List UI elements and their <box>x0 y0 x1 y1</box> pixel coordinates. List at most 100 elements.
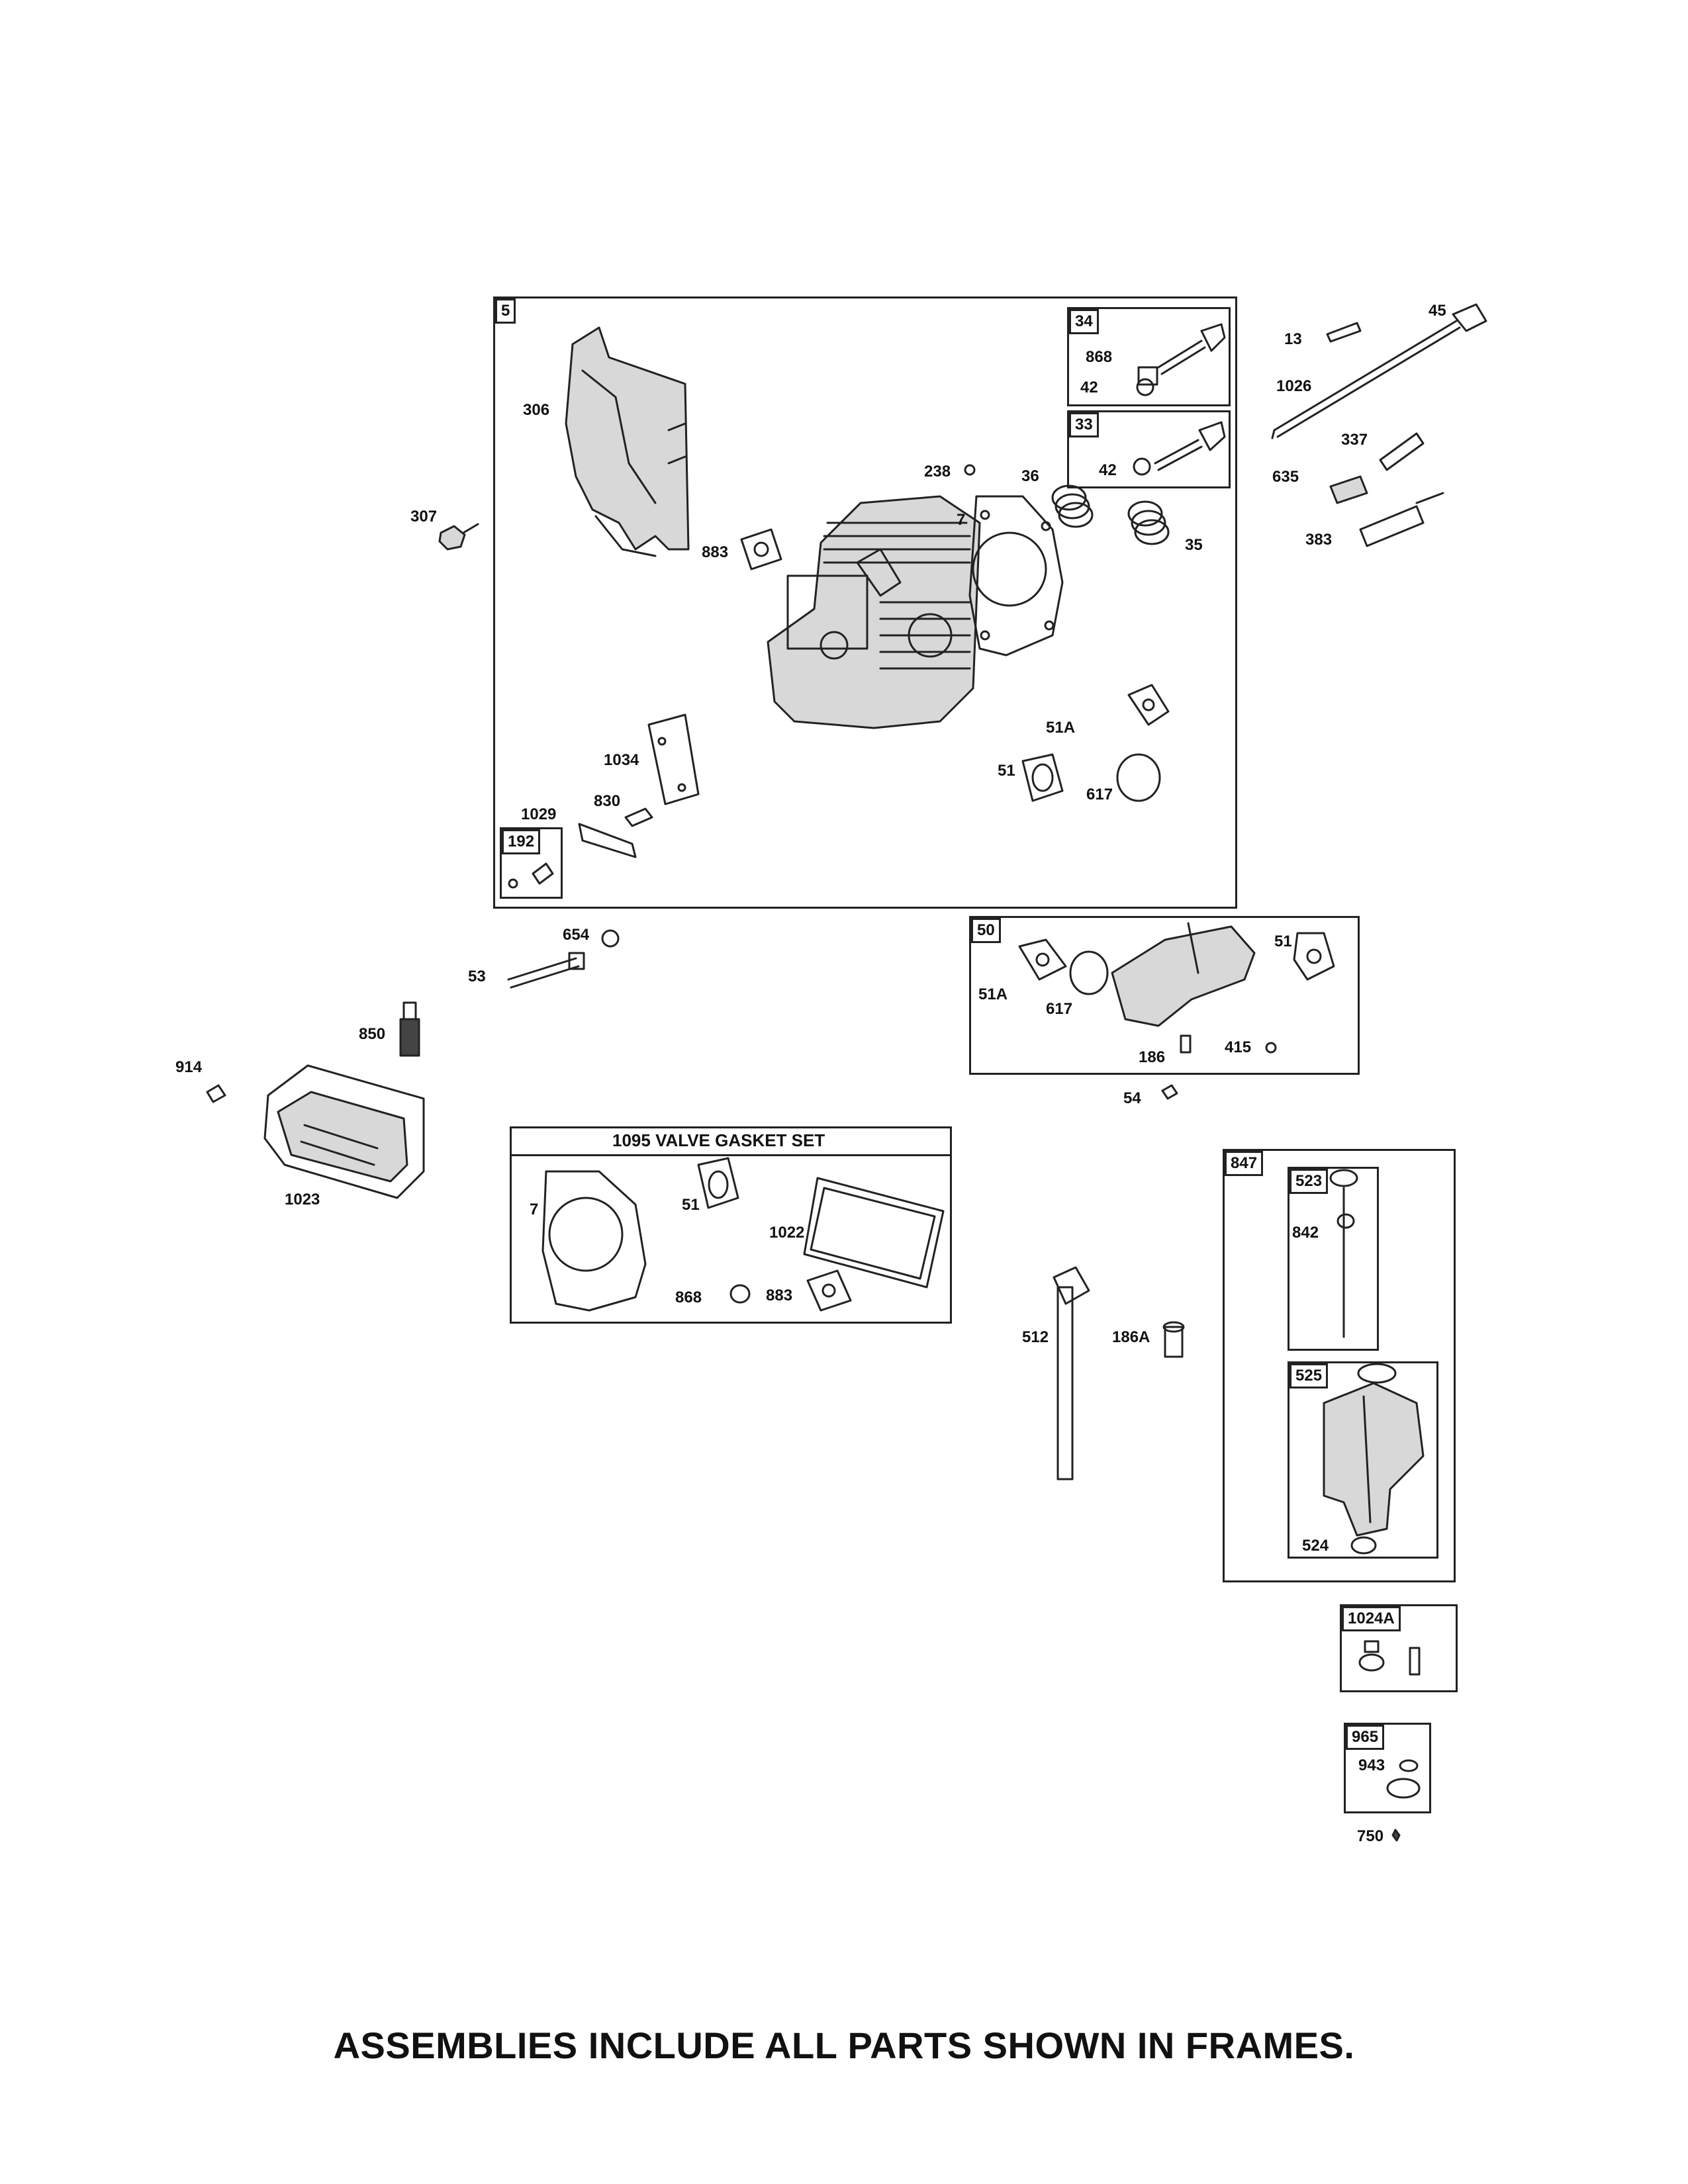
frame-tag-192: 192 <box>502 829 541 854</box>
frame-1024A <box>1340 1604 1458 1692</box>
parts-337-635-383-drawing <box>1329 432 1444 547</box>
part-label-238: 238 <box>924 463 951 480</box>
part-label-307: 307 <box>410 508 438 525</box>
frame-tag-50: 50 <box>971 918 1001 943</box>
part-192-drawing <box>508 862 554 889</box>
part-label-54: 54 <box>1123 1089 1141 1107</box>
part-label-830: 830 <box>594 792 621 810</box>
frame-tag-1024A: 1024A <box>1342 1606 1401 1631</box>
frame-1024A-parts-drawing <box>1358 1640 1421 1676</box>
frame-50-parts-drawing <box>1018 922 1335 1100</box>
frame-192 <box>500 827 563 899</box>
head-gasket-7-drawing <box>968 495 1064 657</box>
part-label-36: 36 <box>1021 467 1039 485</box>
part-label-750: 750 <box>1357 1827 1384 1845</box>
part-label-1034: 1034 <box>604 751 639 769</box>
part-label-51-intake: 51 <box>1274 933 1292 950</box>
frame-5 <box>493 296 1237 909</box>
gasket-51-drawing <box>1021 753 1064 802</box>
plate-1034-drawing <box>647 713 700 805</box>
oring-617-drawing <box>1116 753 1161 802</box>
part-label-1029: 1029 <box>521 805 557 823</box>
frame-1095-valve-gasket-set <box>510 1126 952 1324</box>
part-label-883: 883 <box>702 543 729 561</box>
frame-tag-847: 847 <box>1225 1151 1264 1176</box>
frame-tag-34: 34 <box>1069 309 1099 334</box>
screw-914-drawing <box>206 1084 226 1103</box>
part-label-1022: 1022 <box>769 1224 805 1242</box>
part-label-524: 524 <box>1302 1537 1329 1555</box>
frame-34 <box>1067 307 1231 406</box>
assemblies-footer-note: ASSEMBLIES INCLUDE ALL PARTS SHOWN IN FR… <box>333 2025 1355 2066</box>
gasket-883-drawing <box>740 528 782 570</box>
parts-654-53-drawing <box>507 929 620 989</box>
part-label-868-valve: 868 <box>1086 348 1113 366</box>
valve-gasket-set-title: 1095 VALVE GASKET SET <box>612 1130 825 1150</box>
part-label-45: 45 <box>1429 302 1446 320</box>
frame-tag-523: 523 <box>1289 1169 1329 1194</box>
part-label-1026: 1026 <box>1276 377 1312 395</box>
frame-965 <box>1344 1723 1431 1813</box>
part-label-617-intake: 617 <box>1046 1000 1073 1018</box>
part-label-35: 35 <box>1185 536 1203 554</box>
dipstick-tube-512-drawing <box>1053 1266 1090 1480</box>
gasket-51A-drawing <box>1127 684 1170 726</box>
pin-238-drawing <box>964 464 976 476</box>
part-label-943: 943 <box>1358 1756 1385 1774</box>
drop-750-drawing <box>1391 1829 1401 1842</box>
spring-36-drawing <box>1051 484 1094 528</box>
fitting-186A-drawing <box>1162 1321 1185 1358</box>
valve-34-drawing <box>1136 323 1226 396</box>
part-label-53: 53 <box>468 968 486 985</box>
valve-33-drawing <box>1133 421 1226 476</box>
frame-tag-965: 965 <box>1346 1725 1385 1750</box>
part-label-617: 617 <box>1086 786 1113 803</box>
frame-33 <box>1067 410 1231 488</box>
valve-cover-1023-drawing <box>263 1064 425 1199</box>
shroud-306-drawing <box>565 326 690 557</box>
part-label-186A: 186A <box>1112 1328 1150 1346</box>
part-label-842: 842 <box>1292 1224 1319 1242</box>
frame-1095-title-rule <box>510 1154 952 1156</box>
frame-tag-525: 525 <box>1289 1363 1329 1388</box>
part-label-868-set: 868 <box>675 1289 702 1306</box>
valve-gasket-set-parts-drawing <box>541 1157 945 1312</box>
cylinder-head-drawing <box>767 495 981 729</box>
frame-847 <box>1223 1149 1456 1582</box>
part-label-1023: 1023 <box>285 1191 320 1208</box>
parts-1029-830-drawing <box>578 807 653 858</box>
part-label-415: 415 <box>1225 1038 1252 1056</box>
part-label-383: 383 <box>1305 531 1333 549</box>
part-label-337: 337 <box>1341 431 1368 449</box>
part-label-51A-intake: 51A <box>978 985 1008 1003</box>
part-label-306: 306 <box>523 401 550 419</box>
part-label-7-set: 7 <box>530 1201 539 1218</box>
fill-tube-525-drawing <box>1323 1363 1425 1537</box>
frame-tag-5: 5 <box>495 298 516 324</box>
part-label-42-valve-33: 42 <box>1099 461 1117 479</box>
frame-523 <box>1288 1167 1379 1351</box>
part-label-186: 186 <box>1139 1048 1166 1066</box>
part-label-51A: 51A <box>1046 719 1076 737</box>
part-label-850: 850 <box>359 1025 386 1043</box>
part-label-51-set: 51 <box>682 1196 700 1214</box>
part-label-13: 13 <box>1284 330 1302 348</box>
frame-tag-33: 33 <box>1069 412 1099 437</box>
dipstick-523-drawing <box>1329 1169 1358 1338</box>
oring-524-drawing <box>1350 1536 1377 1555</box>
screw-307-drawing <box>438 523 479 551</box>
part-label-635: 635 <box>1272 468 1299 486</box>
frame-50 <box>969 916 1360 1075</box>
part-label-654: 654 <box>563 926 590 944</box>
sealant-850-drawing <box>399 1001 420 1057</box>
frame-965-parts-drawing <box>1386 1759 1421 1799</box>
parts-13-45-1026-drawing <box>1271 303 1487 439</box>
part-label-914: 914 <box>175 1058 203 1076</box>
part-label-883-set: 883 <box>766 1287 793 1304</box>
part-label-7: 7 <box>957 511 966 529</box>
frame-525 <box>1288 1361 1438 1559</box>
part-label-51: 51 <box>998 762 1015 780</box>
spring-35-drawing <box>1127 500 1170 545</box>
part-label-512: 512 <box>1022 1328 1049 1346</box>
